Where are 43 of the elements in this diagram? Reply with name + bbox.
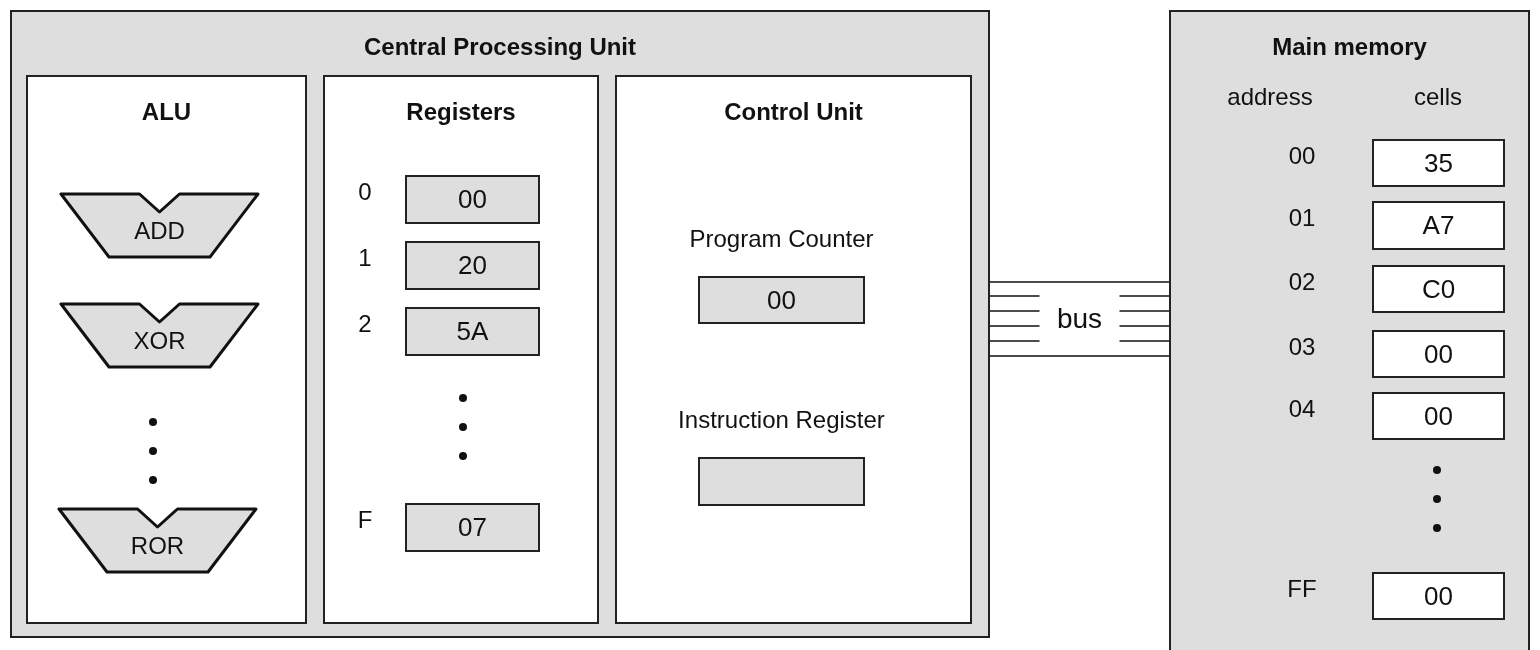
unit-panel xyxy=(323,75,599,624)
memory-cell: 00 xyxy=(1372,572,1505,620)
register-box: 5A xyxy=(405,307,540,356)
unit-panel xyxy=(615,75,972,624)
empty-register-box xyxy=(698,457,865,506)
unit-title: Control Unit xyxy=(723,97,864,127)
register-box: 00 xyxy=(698,276,865,324)
register-index: 2 xyxy=(357,309,373,339)
memory-address: 00 xyxy=(1287,141,1317,171)
register-name: Program Counter xyxy=(688,224,875,254)
unit-panel xyxy=(26,75,307,624)
memory-address: 02 xyxy=(1287,267,1317,297)
register-box: 20 xyxy=(405,241,540,290)
bus-lines xyxy=(989,281,1170,357)
register-index: 0 xyxy=(357,177,373,207)
register-box: 07 xyxy=(405,503,540,552)
memory-cell: A7 xyxy=(1372,201,1505,250)
unit-title: Main memory xyxy=(1271,32,1428,62)
alu-operation-shape xyxy=(59,192,260,259)
column-heading: cells xyxy=(1413,82,1463,112)
register-index: F xyxy=(356,505,374,535)
memory-address: 03 xyxy=(1287,332,1317,362)
alu-operation-shape xyxy=(57,507,258,574)
unit-title: ALU xyxy=(140,97,193,127)
memory-address: 01 xyxy=(1287,203,1317,233)
alu-operation-shape xyxy=(59,302,260,369)
operation-label: ROR xyxy=(129,531,186,561)
column-heading: address xyxy=(1226,82,1314,112)
operation-label: ADD xyxy=(133,216,186,246)
unit-box xyxy=(10,10,990,638)
memory-address: 04 xyxy=(1287,394,1317,424)
memory-cell: 00 xyxy=(1372,330,1505,378)
unit-box xyxy=(1169,10,1530,650)
memory-address: FF xyxy=(1286,574,1318,604)
register-name: Instruction Register xyxy=(677,405,886,435)
unit-title: Central Processing Unit xyxy=(362,32,638,62)
register-index: 1 xyxy=(357,243,373,273)
memory-cell: 35 xyxy=(1372,139,1505,187)
register-box: 00 xyxy=(405,175,540,224)
operation-label: XOR xyxy=(132,326,187,356)
memory-cell: C0 xyxy=(1372,265,1505,313)
unit-title: Registers xyxy=(405,97,517,127)
memory-cell: 00 xyxy=(1372,392,1505,440)
